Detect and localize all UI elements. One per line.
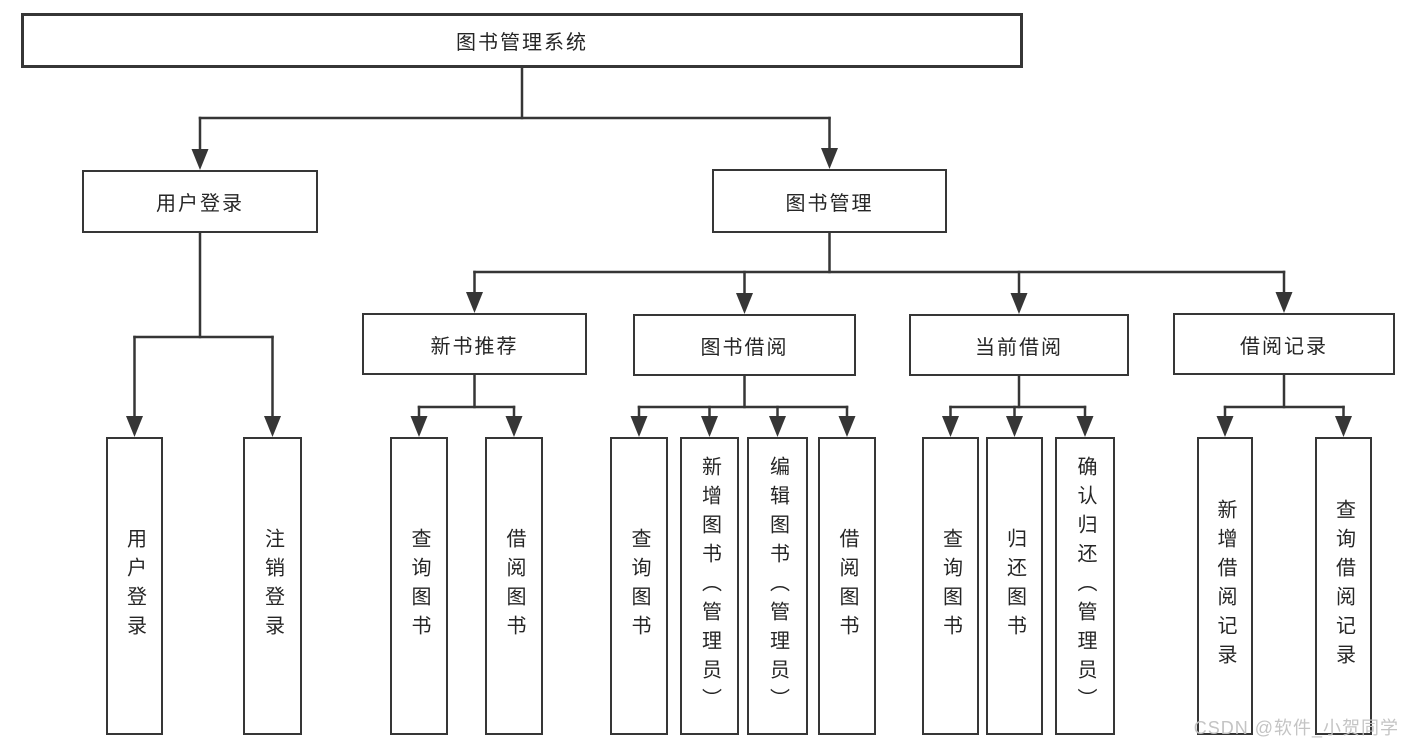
node-label: 查询图书	[628, 528, 650, 644]
arrowhead-icon	[191, 149, 209, 170]
node-current-borrow: 当前借阅	[909, 314, 1129, 376]
node-cb-query: 查询图书	[922, 437, 979, 735]
node-label: 借阅图书	[503, 528, 525, 644]
node-label: 查询借阅记录	[1332, 499, 1355, 673]
node-user-login: 用户登录	[82, 170, 318, 233]
arrowhead-icon	[1076, 416, 1094, 437]
node-system: 图书管理系统	[21, 13, 1023, 68]
node-label: 用户登录	[156, 193, 244, 215]
arrowhead-icon	[1006, 416, 1023, 437]
node-new-book-rec: 新书推荐	[362, 313, 587, 375]
arrowhead-icon	[1335, 416, 1352, 437]
node-leaf-logout: 注销登录	[243, 437, 302, 735]
node-label: 图书借阅	[700, 336, 789, 359]
arrowhead-icon	[410, 416, 428, 437]
node-br-add: 新增借阅记录	[1197, 437, 1253, 735]
node-cb-return: 归还图书	[986, 437, 1043, 735]
node-label: 归还图书	[1003, 528, 1026, 644]
node-label: 查询图书	[939, 528, 962, 644]
watermark: CSDN @软件_小贺同学	[1193, 718, 1399, 738]
node-label: 确认归还（管理员）	[1074, 455, 1096, 717]
arrowhead-icon	[769, 416, 786, 437]
node-label: 编辑图书（管理员）	[766, 455, 789, 717]
node-leaf-user-login: 用户登录	[106, 437, 163, 735]
node-book-borrow: 图书借阅	[633, 314, 856, 376]
node-bb-add: 新增图书（管理员）	[680, 437, 739, 735]
node-label: 图书管理	[785, 192, 874, 215]
arrowhead-icon	[264, 416, 281, 437]
arrowhead-icon	[630, 416, 648, 437]
arrowhead-icon	[838, 416, 856, 437]
node-label: 新增借阅记录	[1214, 499, 1236, 673]
node-borrow-records: 借阅记录	[1173, 313, 1395, 375]
node-nbr-borrow: 借阅图书	[485, 437, 543, 735]
arrowhead-icon	[701, 416, 718, 437]
arrowhead-icon	[942, 416, 959, 437]
node-bb-edit: 编辑图书（管理员）	[747, 437, 808, 735]
arrowhead-icon	[1275, 292, 1293, 313]
arrowhead-icon	[1010, 293, 1028, 314]
node-cb-confirm: 确认归还（管理员）	[1055, 437, 1115, 735]
arrowhead-icon	[821, 148, 838, 169]
node-label: 图书管理系统	[456, 32, 588, 54]
arrowhead-icon	[126, 416, 143, 437]
node-nbr-query: 查询图书	[390, 437, 448, 735]
node-label: 查询图书	[408, 528, 430, 644]
arrowhead-icon	[466, 292, 483, 313]
arrowhead-icon	[505, 416, 523, 437]
node-bb-borrow: 借阅图书	[818, 437, 876, 735]
node-br-query: 查询借阅记录	[1315, 437, 1372, 735]
arrowhead-icon	[1216, 416, 1234, 437]
node-bb-query: 查询图书	[610, 437, 668, 735]
node-label: 借阅记录	[1240, 335, 1328, 358]
node-label: 新书推荐	[430, 335, 519, 358]
node-label: 注销登录	[261, 528, 284, 644]
node-label: 用户登录	[123, 528, 146, 644]
node-label: 当前借阅	[975, 336, 1063, 359]
node-label: 新增图书（管理员）	[698, 455, 721, 717]
node-label: 借阅图书	[836, 528, 858, 644]
arrowhead-icon	[736, 293, 753, 314]
node-book-mgmt: 图书管理	[712, 169, 947, 233]
